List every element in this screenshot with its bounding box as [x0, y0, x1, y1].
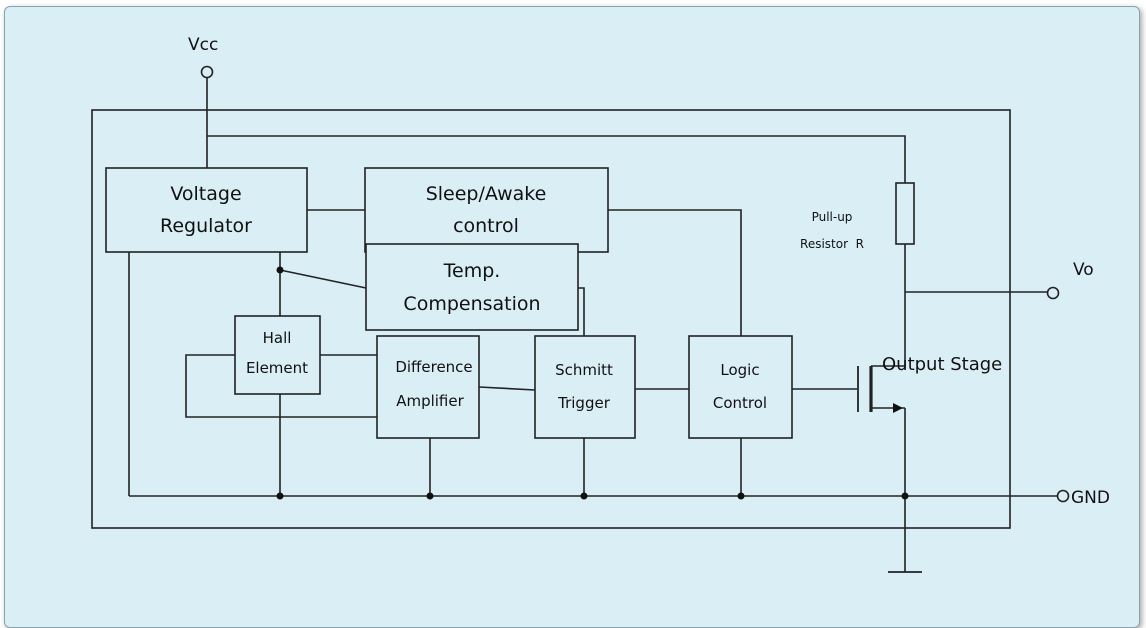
output-stage-label: Output Stage	[882, 354, 1002, 375]
pullup-resistor	[895, 182, 915, 245]
pullup-label-1: Pull-up	[812, 210, 853, 224]
logic-control-label-2: Control	[713, 394, 767, 412]
vcc-label: Vcc	[188, 35, 218, 55]
logic-control-block	[688, 335, 793, 439]
output-transistor	[857, 365, 905, 413]
hall-element-label-2: Element	[246, 359, 308, 377]
temp-compensation-label-2: Compensation	[403, 293, 540, 315]
sleep-awake-block	[364, 167, 609, 253]
sleep-awake-label-1: Sleep/Awake	[426, 183, 547, 205]
vo-terminal	[1046, 286, 1060, 300]
logic-control-label-1: Logic	[720, 361, 759, 379]
gnd-label: GND	[1071, 488, 1110, 508]
sleep-awake-label-2: control	[453, 215, 519, 237]
pullup-label-2: Resistor R	[800, 237, 864, 251]
junction-dots	[276, 266, 909, 500]
schmitt-trigger-label-2: Trigger	[557, 394, 611, 412]
temp-compensation-block	[365, 243, 579, 331]
gnd-terminal	[1056, 489, 1070, 503]
voltage-regulator-block	[105, 167, 308, 253]
voltage-regulator-label-2: Regulator	[160, 215, 252, 237]
vo-label: Vo	[1073, 260, 1094, 280]
vcc-terminal	[200, 65, 214, 79]
hall-element-block	[234, 315, 321, 395]
difference-amplifier-label-1: Difference	[395, 358, 472, 376]
hall-element-label-1: Hall	[263, 329, 292, 347]
schmitt-trigger-label-1: Schmitt	[555, 361, 613, 379]
difference-amplifier-block	[376, 335, 480, 439]
chip-boundary	[91, 109, 1011, 529]
schmitt-trigger-block	[534, 335, 636, 439]
temp-compensation-label-1: Temp.	[443, 260, 501, 282]
voltage-regulator-label-1: Voltage	[170, 183, 241, 205]
difference-amplifier-label-2: Amplifier	[396, 392, 464, 410]
